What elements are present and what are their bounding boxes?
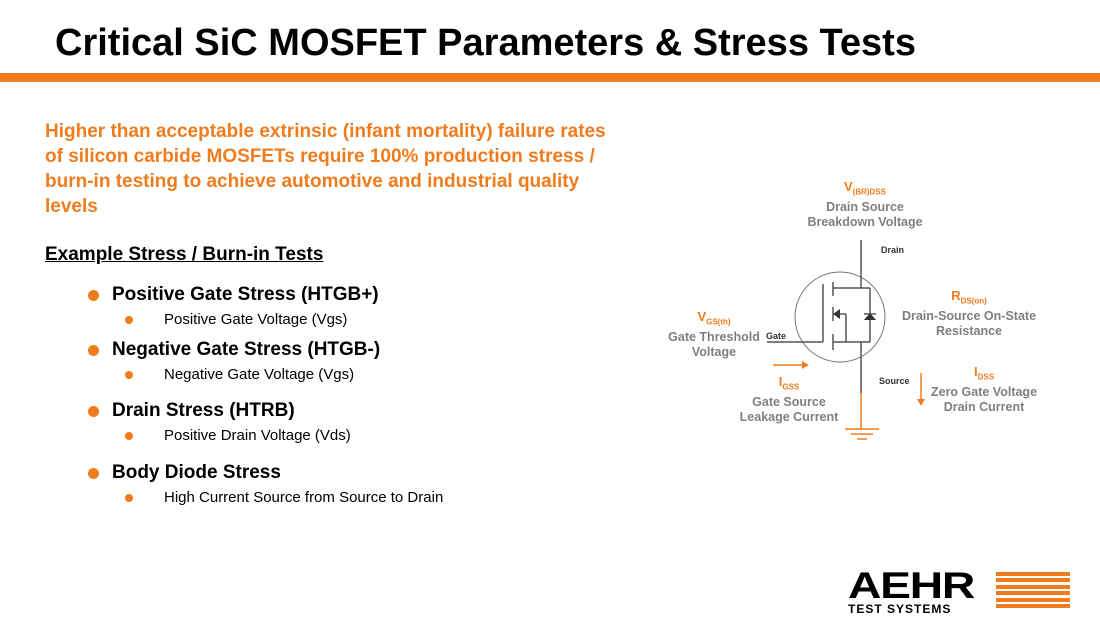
test-title: Drain Stress (HTRB) (88, 400, 351, 422)
aehr-logo: AEHR TEST SYSTEMS (848, 567, 1070, 616)
pin-drain: Drain (881, 245, 905, 255)
logo-name: AEHR (848, 565, 975, 606)
test-detail: Positive Drain Voltage (Vds) (88, 427, 351, 444)
arrow-down-icon (917, 399, 925, 406)
test-title: Body Diode Stress (88, 462, 443, 484)
intro-text: Higher than acceptable extrinsic (infant… (45, 121, 606, 217)
test-item: Drain Stress (HTRB) Positive Drain Voltag… (88, 400, 351, 444)
section-heading: Example Stress / Burn-in Tests (45, 244, 324, 265)
pin-gate: Gate (766, 331, 787, 341)
pin-source: Source (879, 376, 910, 386)
test-item: Negative Gate Stress (HTGB-) Negative Gat… (88, 339, 380, 383)
slide-title: Critical SiC MOSFET Parameters & Stress … (55, 22, 916, 64)
test-detail: Positive Gate Voltage (Vgs) (88, 311, 379, 328)
test-detail: High Current Source from Source to Drain (88, 489, 443, 506)
test-item: Positive Gate Stress (HTGB+) Positive Gat… (88, 284, 379, 328)
title-divider (0, 73, 1100, 82)
test-title: Positive Gate Stress (HTGB+) (88, 284, 379, 306)
logo-stripes (996, 572, 1070, 610)
arrow-right-icon (802, 361, 809, 369)
test-title: Negative Gate Stress (HTGB-) (88, 339, 380, 361)
logo-tagline: TEST SYSTEMS (848, 602, 952, 616)
test-detail: Negative Gate Voltage (Vgs) (88, 366, 380, 383)
